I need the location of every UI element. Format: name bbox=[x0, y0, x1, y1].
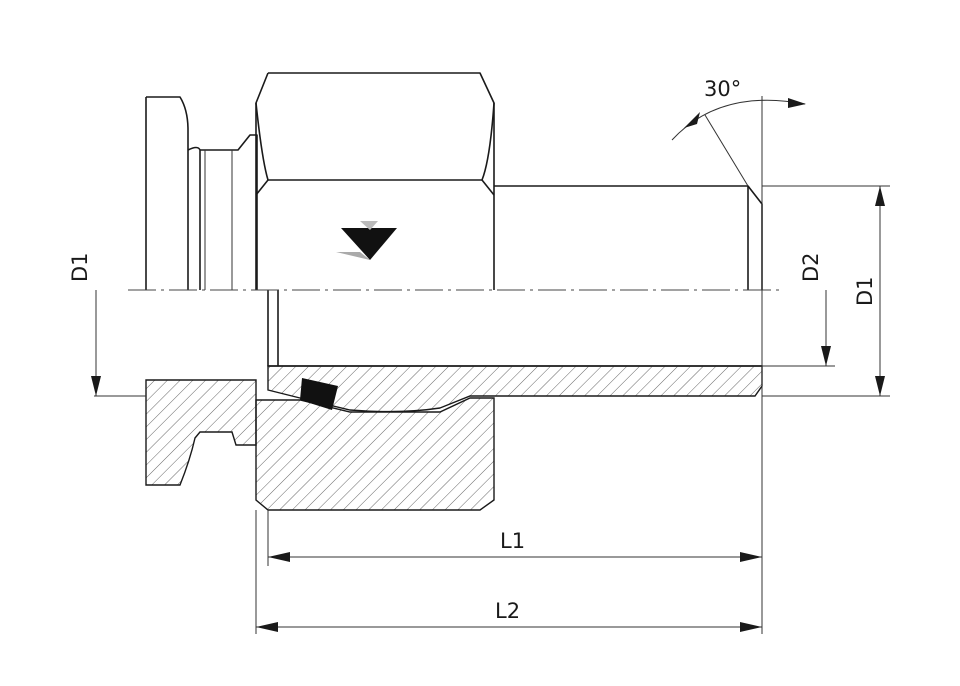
d1-right-dimension bbox=[875, 186, 885, 396]
l1-dimension bbox=[268, 552, 762, 562]
d2-dimension bbox=[821, 290, 831, 366]
d1-left-label: D1 bbox=[68, 252, 92, 282]
surface-finish-symbol bbox=[336, 221, 397, 260]
d1-right-label: D1 bbox=[853, 276, 877, 306]
d2-label: D2 bbox=[799, 252, 823, 282]
angle-dimension bbox=[671, 98, 806, 187]
tube-body bbox=[267, 185, 763, 367]
sealing-ring bbox=[300, 378, 338, 410]
l2-label: L2 bbox=[495, 599, 520, 623]
flange bbox=[145, 96, 258, 290]
d1-left-dimension bbox=[91, 290, 101, 396]
hex-nut bbox=[255, 72, 495, 290]
nut-section bbox=[255, 397, 495, 511]
flange-section bbox=[145, 379, 257, 486]
l1-label: L1 bbox=[500, 529, 525, 553]
angle-label: 30° bbox=[704, 77, 741, 101]
tube-wall-section bbox=[267, 365, 763, 413]
l2-dimension bbox=[256, 622, 762, 632]
extension-lines bbox=[94, 96, 890, 634]
